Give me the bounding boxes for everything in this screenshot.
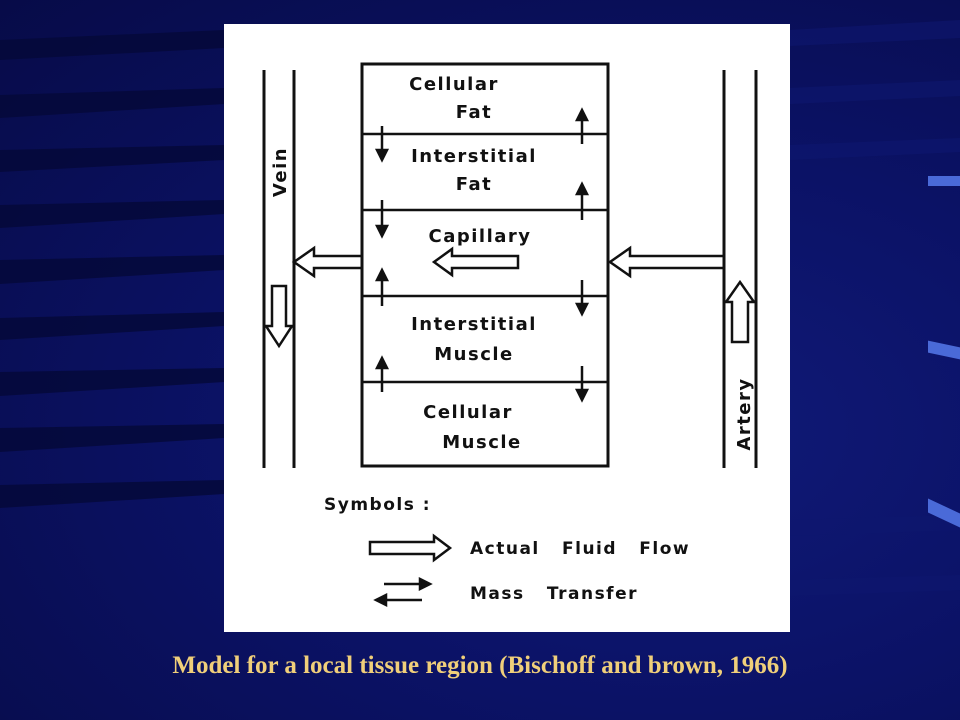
- legend-fluid-flow-symbol: [368, 533, 453, 563]
- compartment-5-line1: Cellular: [423, 402, 513, 423]
- legend-title: Symbols :: [324, 495, 431, 515]
- compartment-1-line2: Fat: [456, 102, 493, 123]
- legend-mass-transfer-symbol: [373, 576, 433, 608]
- mass-transfer-arrow-1-down: [374, 126, 390, 163]
- mass-transfer-arrow-1-up: [574, 107, 590, 144]
- compartment-4-line2: Muscle: [434, 344, 514, 365]
- diagram-panel: Cellular Fat Interstitial Fat Capillary …: [224, 24, 790, 632]
- mass-transfer-arrow-4-down: [574, 366, 590, 403]
- compartment-4-line1: Interstitial: [411, 314, 537, 335]
- compartment-2-line1: Interstitial: [411, 146, 537, 167]
- compartment-2-line2: Fat: [456, 174, 493, 195]
- fluid-flow-capillary-internal: [431, 246, 520, 278]
- fluid-flow-vein-down: [263, 284, 295, 349]
- vein-label: Vein: [270, 147, 291, 197]
- mass-transfer-arrow-4-up: [374, 355, 390, 392]
- legend-fluid-flow-label: Actual Fluid Flow: [470, 539, 690, 559]
- compartment-3-line1: Capillary: [428, 226, 531, 247]
- compartment-1-line1: Cellular: [409, 74, 499, 95]
- mass-transfer-arrow-2-up: [574, 181, 590, 220]
- mass-transfer-arrow-3-down: [574, 280, 590, 317]
- compartment-5-line2: Muscle: [442, 432, 522, 453]
- fluid-flow-capillary-to-vein: [291, 245, 364, 279]
- slide-caption: Model for a local tissue region (Bischof…: [172, 652, 788, 679]
- fluid-flow-artery-to-capillary: [607, 245, 726, 279]
- mass-transfer-arrow-3-up: [374, 267, 390, 306]
- artery-label: Artery: [734, 377, 755, 450]
- fluid-flow-artery-up: [723, 279, 757, 344]
- legend-mass-transfer-label: Mass Transfer: [470, 584, 638, 604]
- decorative-bar-1: [928, 176, 960, 186]
- mass-transfer-arrow-2-down: [374, 200, 390, 239]
- tissue-model-diagram: Cellular Fat Interstitial Fat Capillary …: [262, 62, 758, 608]
